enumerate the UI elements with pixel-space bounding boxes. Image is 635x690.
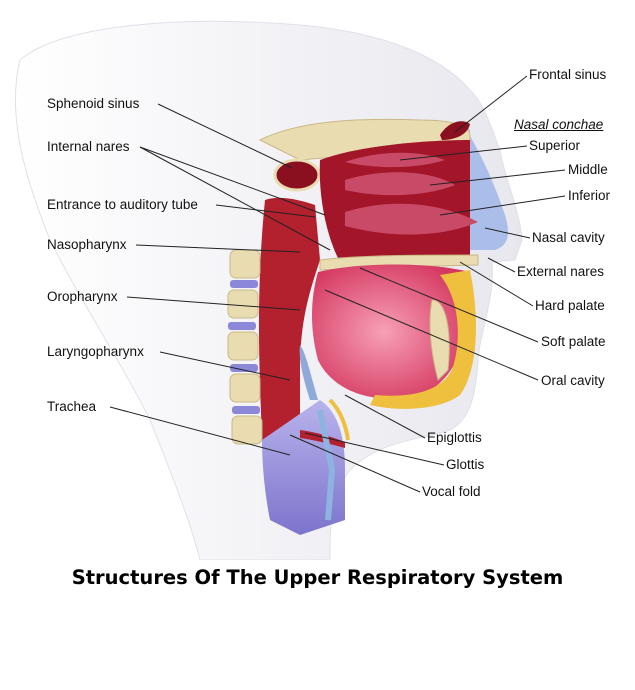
leader-lines bbox=[109, 75, 566, 493]
concha-superior-shape bbox=[345, 152, 445, 168]
label-trachea: Trachea bbox=[47, 399, 97, 414]
label-internal-nares: Internal nares bbox=[47, 139, 130, 154]
concha-middle-shape bbox=[345, 172, 455, 196]
pharynx-shape bbox=[258, 197, 320, 440]
label-nasal-conchae: Nasal conchae bbox=[514, 117, 604, 132]
cervical-spine bbox=[227, 249, 263, 445]
label-middle: Middle bbox=[568, 162, 608, 177]
label-oral-cavity: Oral cavity bbox=[541, 373, 605, 388]
label-laryngopharynx: Laryngopharynx bbox=[47, 344, 144, 359]
label-nasopharynx: Nasopharynx bbox=[47, 237, 127, 252]
anatomy-illustration: Sphenoid sinus Internal nares Entrance t… bbox=[14, 20, 611, 561]
mandible-shape bbox=[370, 270, 476, 409]
label-hard-palate: Hard palate bbox=[535, 298, 605, 313]
label-inferior: Inferior bbox=[568, 188, 611, 203]
epiglottis-shape bbox=[299, 345, 318, 400]
label-epiglottis: Epiglottis bbox=[427, 430, 482, 445]
skull-base bbox=[258, 118, 471, 161]
figure-title: Structures Of The Upper Respiratory Syst… bbox=[71, 566, 564, 589]
head-cross-section bbox=[14, 20, 566, 561]
label-external-nares: External nares bbox=[517, 264, 605, 279]
label-superior: Superior bbox=[529, 138, 581, 153]
label-nasal-cavity: Nasal cavity bbox=[532, 230, 605, 245]
sphenoid-sinus-shape bbox=[273, 158, 321, 192]
label-entrance-auditory-tube: Entrance to auditory tube bbox=[47, 197, 198, 212]
label-sphenoid-sinus: Sphenoid sinus bbox=[47, 96, 140, 111]
label-soft-palate: Soft palate bbox=[541, 334, 606, 349]
label-frontal-sinus: Frontal sinus bbox=[529, 67, 607, 82]
label-oropharynx: Oropharynx bbox=[47, 289, 118, 304]
label-vocal-fold: Vocal fold bbox=[422, 484, 481, 499]
concha-inferior-shape bbox=[345, 203, 478, 235]
label-glottis: Glottis bbox=[446, 457, 485, 472]
